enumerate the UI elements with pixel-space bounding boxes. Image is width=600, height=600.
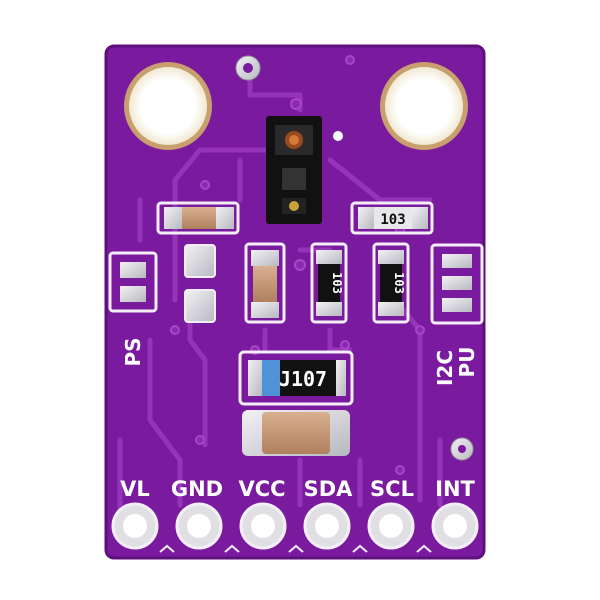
header-hole bbox=[111, 502, 159, 550]
header-pins bbox=[111, 502, 479, 550]
pin-labels: VL GND VCC SDA SCL INT bbox=[120, 477, 475, 501]
vias bbox=[170, 55, 425, 475]
i2c-pu-jumper bbox=[430, 243, 484, 325]
resistor-top-right: 103 bbox=[350, 201, 434, 235]
capacitor-large bbox=[242, 410, 350, 456]
resistor-mid-left-marking: 103 bbox=[330, 272, 344, 294]
diode-j107: J107 bbox=[238, 350, 354, 406]
header-hole bbox=[303, 502, 351, 550]
header-hole bbox=[431, 502, 479, 550]
i2c-label: I2C bbox=[433, 350, 457, 386]
header-hole bbox=[175, 502, 223, 550]
pin-label-int: INT bbox=[435, 477, 475, 501]
header-hole bbox=[239, 502, 287, 550]
small-pads-left bbox=[184, 244, 216, 323]
pcb-board bbox=[104, 44, 486, 560]
pu-label: PU bbox=[455, 347, 479, 378]
pin-label-vl: VL bbox=[120, 477, 150, 501]
pin-markers bbox=[159, 544, 432, 553]
pin-label-sda: SDA bbox=[304, 477, 354, 501]
resistor-mid-left: 103 bbox=[310, 242, 348, 324]
pin-label-vcc: VCC bbox=[238, 477, 285, 501]
capacitor-top-left bbox=[156, 201, 240, 235]
resistor-mid-right: 103 bbox=[372, 242, 410, 324]
pin-label-gnd: GND bbox=[171, 477, 223, 501]
pin1-marker bbox=[333, 131, 343, 141]
ps-jumper bbox=[108, 251, 158, 313]
pin-label-scl: SCL bbox=[370, 477, 414, 501]
ps-label: PS bbox=[121, 337, 145, 366]
mounting-holes bbox=[124, 62, 468, 150]
header-hole bbox=[367, 502, 415, 550]
resistor-mid-right-marking: 103 bbox=[392, 272, 406, 294]
capacitor-middle bbox=[244, 242, 286, 324]
gesture-sensor-chip bbox=[266, 116, 322, 224]
resistor-top-right-marking: 103 bbox=[380, 212, 405, 228]
diode-marking: J107 bbox=[279, 367, 327, 391]
